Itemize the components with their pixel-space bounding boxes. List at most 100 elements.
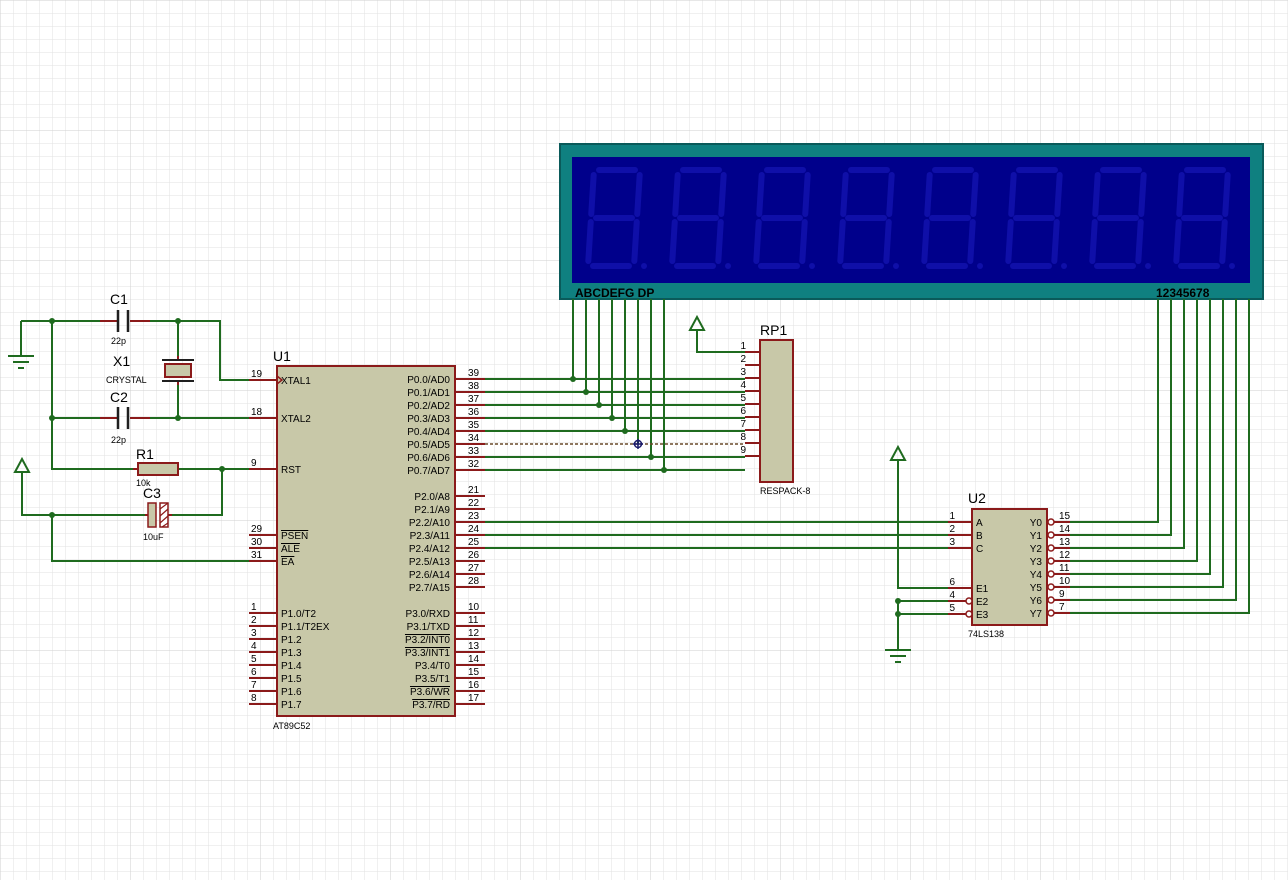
seven-segment-display[interactable]: ABCDEFG DP 12345678 — [559, 143, 1264, 300]
u1-pin-3[interactable]: 3P1.2 — [249, 628, 302, 646]
display-digit-label: 12345678 — [1156, 286, 1210, 300]
u1-pin-4[interactable]: 4P1.3 — [249, 641, 302, 659]
capacitor-c3[interactable]: C3 10uF — [143, 485, 172, 542]
u1-pin-7[interactable]: 7P1.6 — [249, 680, 302, 698]
u1-pin-6[interactable]: 6P1.5 — [249, 667, 302, 685]
rp1-pin-5[interactable]: 5 — [740, 393, 760, 405]
pin-number: 4 — [251, 641, 257, 652]
u1-pin-2[interactable]: 2P1.1/T2EX — [249, 615, 330, 633]
crystal-x1[interactable]: X1 CRYSTAL — [106, 353, 194, 385]
u1-pin-8[interactable]: 8P1.7 — [249, 693, 302, 711]
pin-name: P1.6 — [281, 687, 302, 698]
u2-pin-5[interactable]: 5E3 — [948, 603, 989, 621]
rp1-pin-1[interactable]: 1 — [740, 341, 760, 353]
pin-number: 17 — [468, 693, 480, 704]
digit-glyph — [1173, 167, 1235, 269]
pin-number: 13 — [1059, 537, 1071, 548]
x1-ref: X1 — [113, 353, 130, 369]
u2-pin-2[interactable]: 2B — [948, 524, 983, 542]
pin-number: 15 — [1059, 511, 1071, 522]
rp1-pin-6[interactable]: 6 — [740, 406, 760, 418]
chip-u1[interactable]: U1 AT89C52 19XTAL118XTAL29RST29PSEN30ALE… — [249, 348, 485, 731]
rp1-pin-2[interactable]: 2 — [740, 354, 760, 366]
r1-value: 10k — [136, 478, 151, 488]
u1-body — [276, 365, 456, 717]
u2-pin-3[interactable]: 3C — [948, 537, 983, 555]
pin-number: 29 — [251, 524, 263, 535]
u1-pin-1[interactable]: 1P1.0/T2 — [249, 602, 316, 620]
rp1-pin-8[interactable]: 8 — [740, 432, 760, 444]
rp1-pin-3[interactable]: 3 — [740, 367, 760, 379]
digit-glyph — [921, 167, 983, 269]
pin-number: 5 — [740, 393, 746, 404]
pin-name: Y6 — [1030, 596, 1043, 607]
rp1-pin-9[interactable]: 9 — [740, 445, 760, 457]
pin-name: Y3 — [1030, 557, 1043, 568]
rp1-pin-7[interactable]: 7 — [740, 419, 760, 431]
pin-name: P2.6/A14 — [409, 570, 451, 581]
resistor-r1[interactable]: R1 10k — [133, 446, 179, 488]
u2-pin-4[interactable]: 4E2 — [948, 590, 989, 608]
pin-number: 13 — [468, 641, 480, 652]
capacitor-c1[interactable]: C1 22p — [100, 291, 150, 346]
wires — [20, 299, 1250, 650]
pin-number: 7 — [740, 419, 746, 430]
pin-number: 3 — [740, 367, 746, 378]
u2-pin-7[interactable]: 7Y7 — [1030, 602, 1070, 620]
u2-pin-1[interactable]: 1A — [948, 511, 983, 529]
pin-name: B — [976, 531, 983, 542]
pin-name: Y0 — [1030, 518, 1043, 529]
pin-number: 33 — [468, 446, 480, 457]
u1-pin-5[interactable]: 5P1.4 — [249, 654, 302, 672]
c2-ref: C2 — [110, 389, 128, 405]
pin-number: 15 — [468, 667, 480, 678]
capacitor-c2[interactable]: C2 22p — [100, 389, 150, 445]
u2-pin-6[interactable]: 6E1 — [948, 577, 989, 595]
pin-name: P1.7 — [281, 700, 302, 711]
u2-pin-9[interactable]: 9Y6 — [1030, 589, 1070, 607]
rp1-pin-4[interactable]: 4 — [740, 380, 760, 392]
u2-ref: U2 — [968, 490, 986, 506]
pin-number: 14 — [468, 654, 480, 665]
